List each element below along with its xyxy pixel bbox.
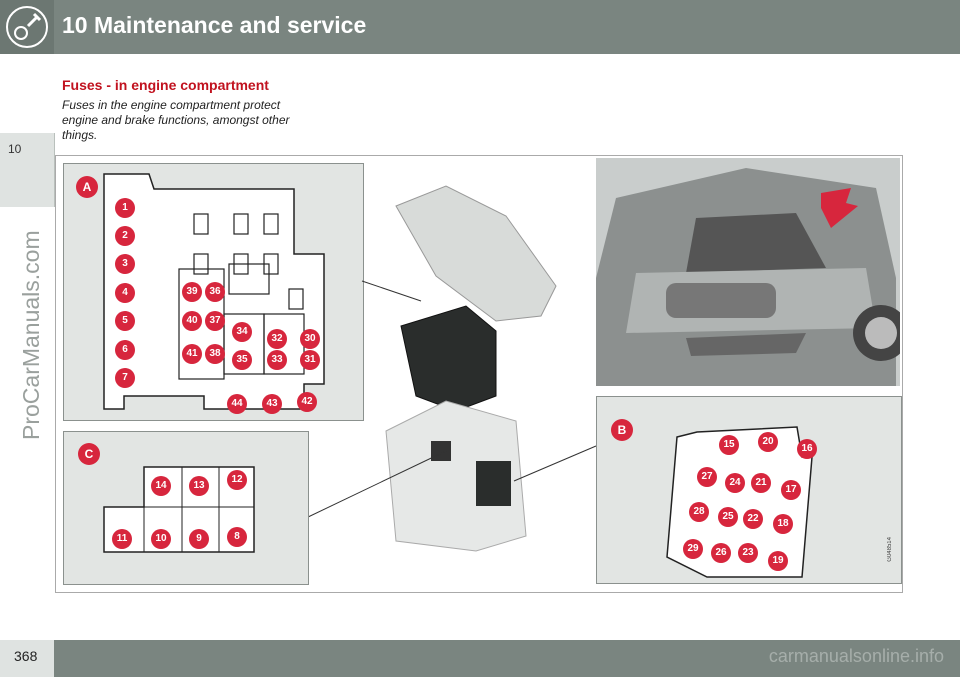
fuse-label: 31	[300, 350, 320, 370]
panel-a: A 1 2 3 4 5 6 7 39 36 40 37 41 38 34 32 …	[63, 163, 364, 421]
fuse-label: 8	[227, 527, 247, 547]
fuse-label: 22	[743, 509, 763, 529]
page-header: 10 Maintenance and service	[0, 0, 960, 54]
fuse-label: 18	[773, 514, 793, 534]
section-title: Fuses - in engine compartment	[62, 77, 269, 93]
fuse-label: 29	[683, 539, 703, 559]
fuse-label: 11	[112, 529, 132, 549]
fuse-label: 39	[182, 282, 202, 302]
fuse-label: 13	[189, 476, 209, 496]
fuse-label: 35	[232, 350, 252, 370]
fuse-label: 21	[751, 473, 771, 493]
wrench-gear-icon	[0, 0, 54, 54]
fuse-label: 9	[189, 529, 209, 549]
fuse-label: 12	[227, 470, 247, 490]
fuse-label: 16	[797, 439, 817, 459]
fuse-label: 44	[227, 394, 247, 414]
fuse-label: 23	[738, 543, 758, 563]
fuse-label: 15	[719, 435, 739, 455]
fuse-label: 30	[300, 329, 320, 349]
fuse-label: 5	[115, 311, 135, 331]
fuse-label: 42	[297, 392, 317, 412]
chapter-tab[interactable]	[0, 133, 55, 207]
fuse-label: 32	[267, 329, 287, 349]
panel-label-a: A	[76, 176, 98, 198]
fuse-label: 34	[232, 322, 252, 342]
figure-code: G048514	[887, 537, 893, 562]
panel-label-b: B	[611, 419, 633, 441]
fuse-label: 40	[182, 311, 202, 331]
fuse-label: 20	[758, 432, 778, 452]
fuse-label: 41	[182, 344, 202, 364]
fuse-label: 7	[115, 368, 135, 388]
fuse-label: 2	[115, 226, 135, 246]
sidebar-watermark: ProCarManuals.com	[18, 230, 44, 440]
fuse-label: 19	[768, 551, 788, 571]
footer-watermark: carmanualsonline.info	[768, 646, 944, 666]
fuse-label: 37	[205, 311, 225, 331]
fuse-label: 24	[725, 473, 745, 493]
fuse-label: 1	[115, 198, 135, 218]
page-title: 10 Maintenance and service	[62, 12, 367, 38]
fuse-label: 17	[781, 480, 801, 500]
fuse-label: 25	[718, 507, 738, 527]
fuse-label: 26	[711, 543, 731, 563]
page-number-box	[0, 640, 54, 677]
fuse-label: 4	[115, 283, 135, 303]
page-footer	[0, 640, 960, 677]
fuse-label: 10	[151, 529, 171, 549]
panel-b: B 15 20 16 27 24 21 17 28 25 22 18 29 26…	[596, 396, 902, 584]
fuse-diagram-figure: A 1 2 3 4 5 6 7 39 36 40 37 41 38 34 32 …	[55, 155, 903, 593]
fuse-label: 3	[115, 254, 135, 274]
fuse-label: 28	[689, 502, 709, 522]
page-number: 368	[14, 648, 38, 664]
fuse-label: 6	[115, 340, 135, 360]
car-engine-photo	[596, 158, 900, 386]
fuse-label: 14	[151, 476, 171, 496]
fuse-label: 38	[205, 344, 225, 364]
panel-label-c: C	[78, 443, 100, 465]
fuse-label: 27	[697, 467, 717, 487]
chapter-number: 10	[8, 142, 22, 156]
fuse-label: 36	[205, 282, 225, 302]
fuse-label: 43	[262, 394, 282, 414]
panel-c: C 14 13 12 11 10 9 8	[63, 431, 309, 585]
fuse-label: 33	[267, 350, 287, 370]
section-text: Fuses in the engine compartment protect …	[62, 98, 290, 142]
fuse-box-illustration	[305, 185, 597, 552]
